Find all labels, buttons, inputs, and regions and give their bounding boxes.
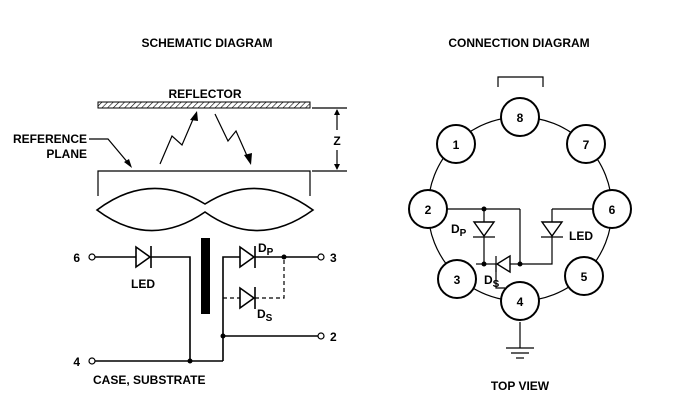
svg-text:4: 4 [517, 295, 524, 309]
connection-ds-label: DS [484, 273, 500, 290]
light-ray-up [159, 111, 198, 165]
pin-3-terminal [317, 253, 325, 261]
svg-text:7: 7 [583, 138, 590, 152]
pin-1: 1 [436, 124, 476, 164]
case-substrate-label: CASE, SUBSTRATE [93, 373, 205, 387]
connection-led-label: LED [569, 229, 593, 243]
pin-4-terminal [88, 357, 96, 365]
svg-text:8: 8 [517, 111, 524, 125]
connection-dp-diode [472, 221, 496, 238]
photodiode-ds [239, 286, 256, 310]
svg-text:2: 2 [425, 203, 432, 217]
svg-text:6: 6 [609, 203, 616, 217]
svg-text:1: 1 [453, 138, 460, 152]
reference-plane-arrowhead [124, 159, 132, 168]
pin-7: 7 [566, 124, 606, 164]
schematic-title: SCHEMATIC DIAGRAM [141, 36, 272, 50]
light-ray-down [214, 113, 252, 165]
z-dimension: Z [312, 107, 347, 172]
pin-2-terminal [317, 332, 325, 340]
dp-label: DP [258, 241, 274, 258]
package-tab [497, 76, 544, 87]
pin-3: 3 [437, 259, 477, 299]
optical-barrier [201, 238, 210, 314]
reflector-label: REFLECTOR [168, 87, 241, 101]
reference-plane-bracket [97, 170, 311, 196]
ds-label: DS [257, 307, 273, 324]
pin-5: 5 [564, 256, 604, 296]
led-label: LED [131, 277, 155, 291]
pin-6-terminal [88, 253, 96, 261]
pin-4: 4 [500, 281, 540, 321]
reference-plane-label-2: PLANE [46, 147, 87, 161]
schematic-diagram: SCHEMATIC DIAGRAM REFLECTOR Z REFERENCE … [13, 36, 347, 387]
connection-led-diode [540, 221, 564, 238]
connection-title: CONNECTION DIAGRAM [448, 36, 589, 50]
pin-2-label: 2 [330, 330, 337, 344]
photodiode-dp [239, 245, 256, 269]
pin-6: 6 [592, 189, 632, 229]
led-diode [135, 245, 152, 269]
internal-wiring [447, 206, 598, 359]
pin-8: 8 [500, 97, 540, 137]
pin-3-label: 3 [330, 251, 337, 265]
pin-4-label: 4 [73, 355, 80, 369]
svg-text:5: 5 [581, 270, 588, 284]
pin-6-label: 6 [73, 251, 80, 265]
top-view-label: TOP VIEW [491, 379, 550, 393]
reference-plane-leader [89, 138, 130, 165]
connection-dp-label: DP [451, 222, 467, 239]
lens-shape [95, 187, 315, 232]
reference-plane-label-1: REFERENCE [13, 132, 87, 146]
reflector-plate [97, 101, 311, 109]
connection-diagram: CONNECTION DIAGRAM [408, 36, 632, 393]
pin-2: 2 [408, 189, 448, 229]
z-label: Z [333, 134, 340, 148]
connection-ds-diode [495, 254, 511, 274]
svg-text:3: 3 [454, 273, 461, 287]
